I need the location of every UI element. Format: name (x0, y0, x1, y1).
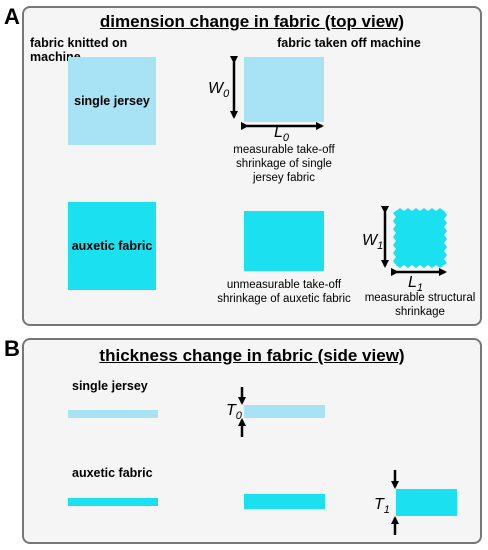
label-single-jersey: single jersey (74, 94, 150, 108)
panel-a-title: dimension change in fabric (top view) (99, 12, 405, 31)
label-b-auxetic-fabric: auxetic fabric (72, 466, 153, 480)
label-w1: W1 (362, 232, 384, 253)
caption-structural: measurable structural shrinkage (364, 292, 476, 318)
label-t0: T0 (226, 402, 242, 423)
panel-letter-a: A (4, 4, 20, 29)
label-b-single-jersey: single jersey (72, 379, 148, 393)
single-jersey-side-on (68, 410, 158, 418)
caption-single-jersey: measurable take-off shrinkage of single … (233, 144, 335, 184)
column-heading-taken-off: fabric taken off machine (277, 36, 421, 50)
label-auxetic-fabric: auxetic fabric (71, 239, 153, 253)
auxetic-off-machine (244, 211, 324, 271)
auxetic-side-on (68, 498, 158, 506)
auxetic-relaxed-shape (393, 208, 447, 268)
single-jersey-off-machine (244, 57, 324, 122)
label-l0: L0 (274, 124, 290, 145)
label-l1: L1 (408, 274, 424, 295)
label-t1: T1 (374, 496, 390, 517)
auxetic-side-relaxed (396, 489, 457, 516)
auxetic-side-off (244, 494, 325, 509)
single-jersey-side-off (244, 405, 325, 418)
label-w0: W0 (208, 80, 230, 101)
panel-letter-b: B (4, 336, 20, 361)
auxetic-on-machine (68, 202, 156, 290)
panel-b-title: thickness change in fabric (side view) (99, 346, 405, 365)
single-jersey-on-machine (68, 57, 156, 145)
caption-auxetic: unmeasurable take-off shrinkage of auxet… (217, 279, 351, 305)
